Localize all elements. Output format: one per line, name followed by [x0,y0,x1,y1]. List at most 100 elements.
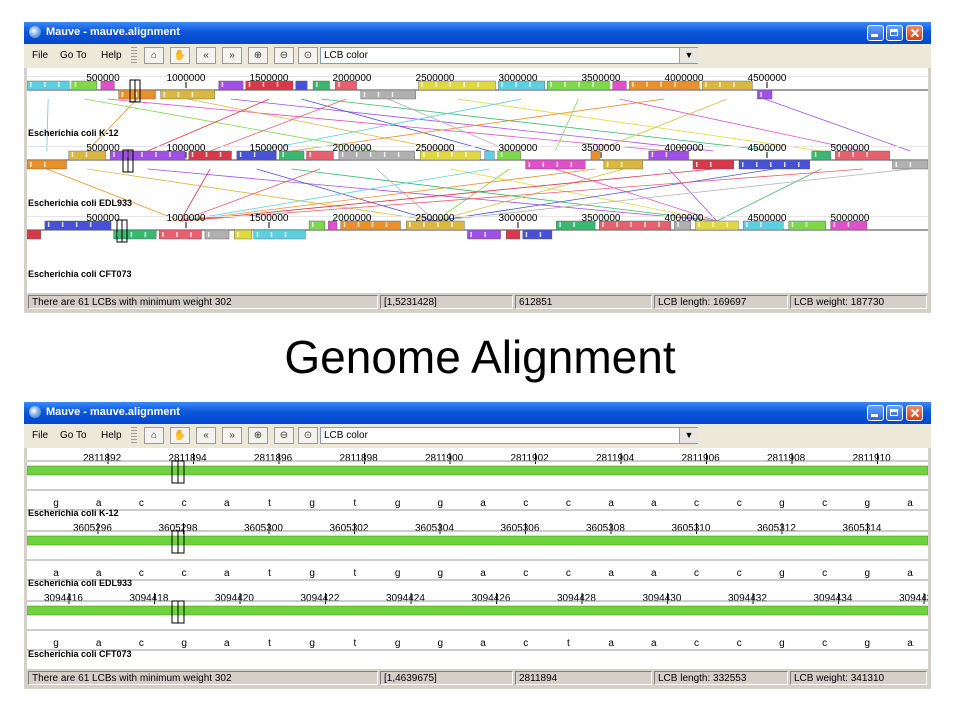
menu-goto[interactable]: Go To [60,430,87,441]
menu-file[interactable]: File [32,50,49,61]
close-button[interactable] [906,405,923,421]
forward-icon[interactable]: » [222,427,242,444]
title-bar: Mauve - mauve.alignment [24,22,931,44]
color-scheme-select[interactable]: LCB color [320,47,698,64]
tick-label: 1000000 [167,73,206,84]
lcb-connector [435,168,624,222]
lcb-gap-mark [75,222,78,227]
back-icon[interactable]: « [196,47,216,64]
menu-help[interactable]: Help [101,430,122,441]
position-label: 3605298 [159,523,198,534]
zoom-out-icon[interactable]: ⊖ [274,47,294,64]
dropdown-arrow-icon[interactable]: ▼ [679,428,698,443]
mauve-window-detail: Mauve - mauve.alignment File Go To Help … [24,402,931,689]
zoom-in-icon[interactable]: ⊕ [248,427,268,444]
lcb-gap-mark [451,152,453,157]
lcb-connector [46,168,181,222]
position-label: 3094430 [643,593,682,604]
minimize-button[interactable] [867,405,884,421]
base-letter: c [139,568,144,579]
home-icon[interactable]: ⌂ [144,427,164,444]
lcb-block [27,80,70,91]
slide-title: Genome Alignment [284,331,676,383]
lcb-gap-mark [783,162,786,167]
lcb-gap-mark [733,82,735,87]
track-separator [27,76,928,77]
tick-label: 3500000 [582,143,621,154]
status-lcb-weight: LCB weight: 341310 [790,671,927,685]
lcb-connector [668,168,718,222]
lcb-gap-mark [363,92,366,97]
position-label: 2811906 [682,453,721,464]
lcb-gap-mark [709,162,712,167]
lcb-block-detail [27,465,928,476]
lcb-gap-mark [435,82,437,87]
close-button[interactable] [906,25,923,41]
lcb-gap-mark [219,152,222,157]
position-label: 3094426 [472,593,511,604]
base-letter: g [309,498,315,509]
lcb-block [498,80,545,91]
menu-help[interactable]: Help [101,50,122,61]
lcb-gap-mark [371,222,374,227]
menu-file[interactable]: File [32,430,49,441]
lcb-gap-mark [570,162,573,167]
genome-name: Escherichia coli K-12 [28,508,119,518]
base-letter: a [907,568,913,579]
home-icon[interactable]: ⌂ [144,47,164,64]
lcb-gap-mark [270,232,273,237]
lcb-gap-mark [58,82,60,87]
position-label: 3094420 [215,593,254,604]
lcb-gap-mark [284,232,287,237]
hand-icon[interactable]: ✋ [170,47,190,64]
base-letter: g [395,638,401,649]
lcb-gap-mark [646,82,648,87]
lcb-gap-mark [528,162,531,167]
maximize-button[interactable] [886,25,903,41]
lcb-connector [716,168,822,222]
lcb-gap-mark [141,152,143,157]
lcb-block [629,80,700,91]
lcb-gap-mark [470,232,472,237]
zoom-in-icon[interactable]: ⊕ [248,47,268,64]
maximize-button[interactable] [886,405,903,421]
lcb-gap-mark [135,92,138,97]
zoom-reset-icon[interactable]: ⊙ [298,427,318,444]
lcb-block [27,159,67,170]
menu-goto[interactable]: Go To [60,50,87,61]
lcb-connector [376,168,436,222]
lcb-gap-mark [705,82,707,87]
lcb-block [599,220,671,231]
hand-icon[interactable]: ✋ [170,427,190,444]
position-label: 3605312 [757,523,796,534]
lcb-gap-mark [501,82,503,87]
position-label: 3094418 [130,593,169,604]
toolbar-grip [131,427,137,445]
zoom-out-icon[interactable]: ⊖ [274,427,294,444]
position-label: 2811894 [169,453,208,464]
base-letter: c [566,568,571,579]
lcb-block [188,150,232,161]
lcb-block [340,220,401,231]
tick-label: 2000000 [333,143,372,154]
lcb-block [295,80,308,91]
lcb-block [328,220,338,231]
minimize-button[interactable] [867,25,884,41]
lcb-gap-mark [191,152,194,157]
color-scheme-select[interactable]: LCB color [320,427,698,444]
lcb-gap-mark [437,222,439,227]
lcb-block [505,229,521,240]
back-icon[interactable]: « [196,427,216,444]
lcb-gap-mark [74,82,77,87]
zoom-reset-icon[interactable]: ⊙ [298,47,318,64]
dropdown-arrow-icon[interactable]: ▼ [679,48,698,63]
base-letter: a [608,638,614,649]
tick-label: 3000000 [499,143,538,154]
status-lcb-length: LCB length: 169697 [654,295,788,309]
forward-icon[interactable]: » [222,47,242,64]
lcb-connector [86,98,138,152]
